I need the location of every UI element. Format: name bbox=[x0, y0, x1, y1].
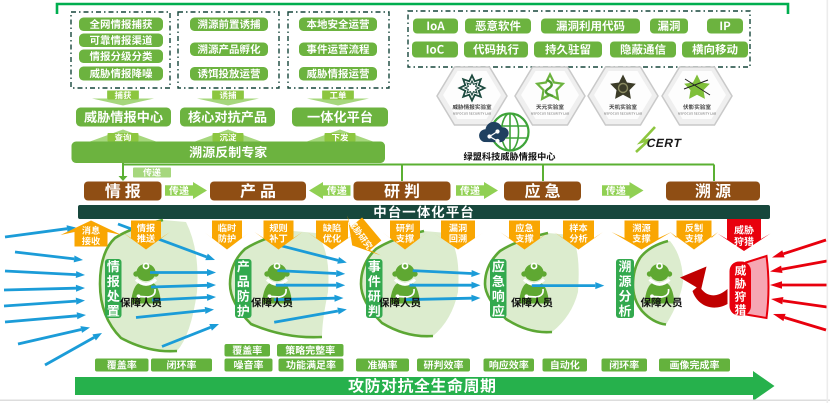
svg-text:CERT: CERT bbox=[645, 136, 683, 150]
